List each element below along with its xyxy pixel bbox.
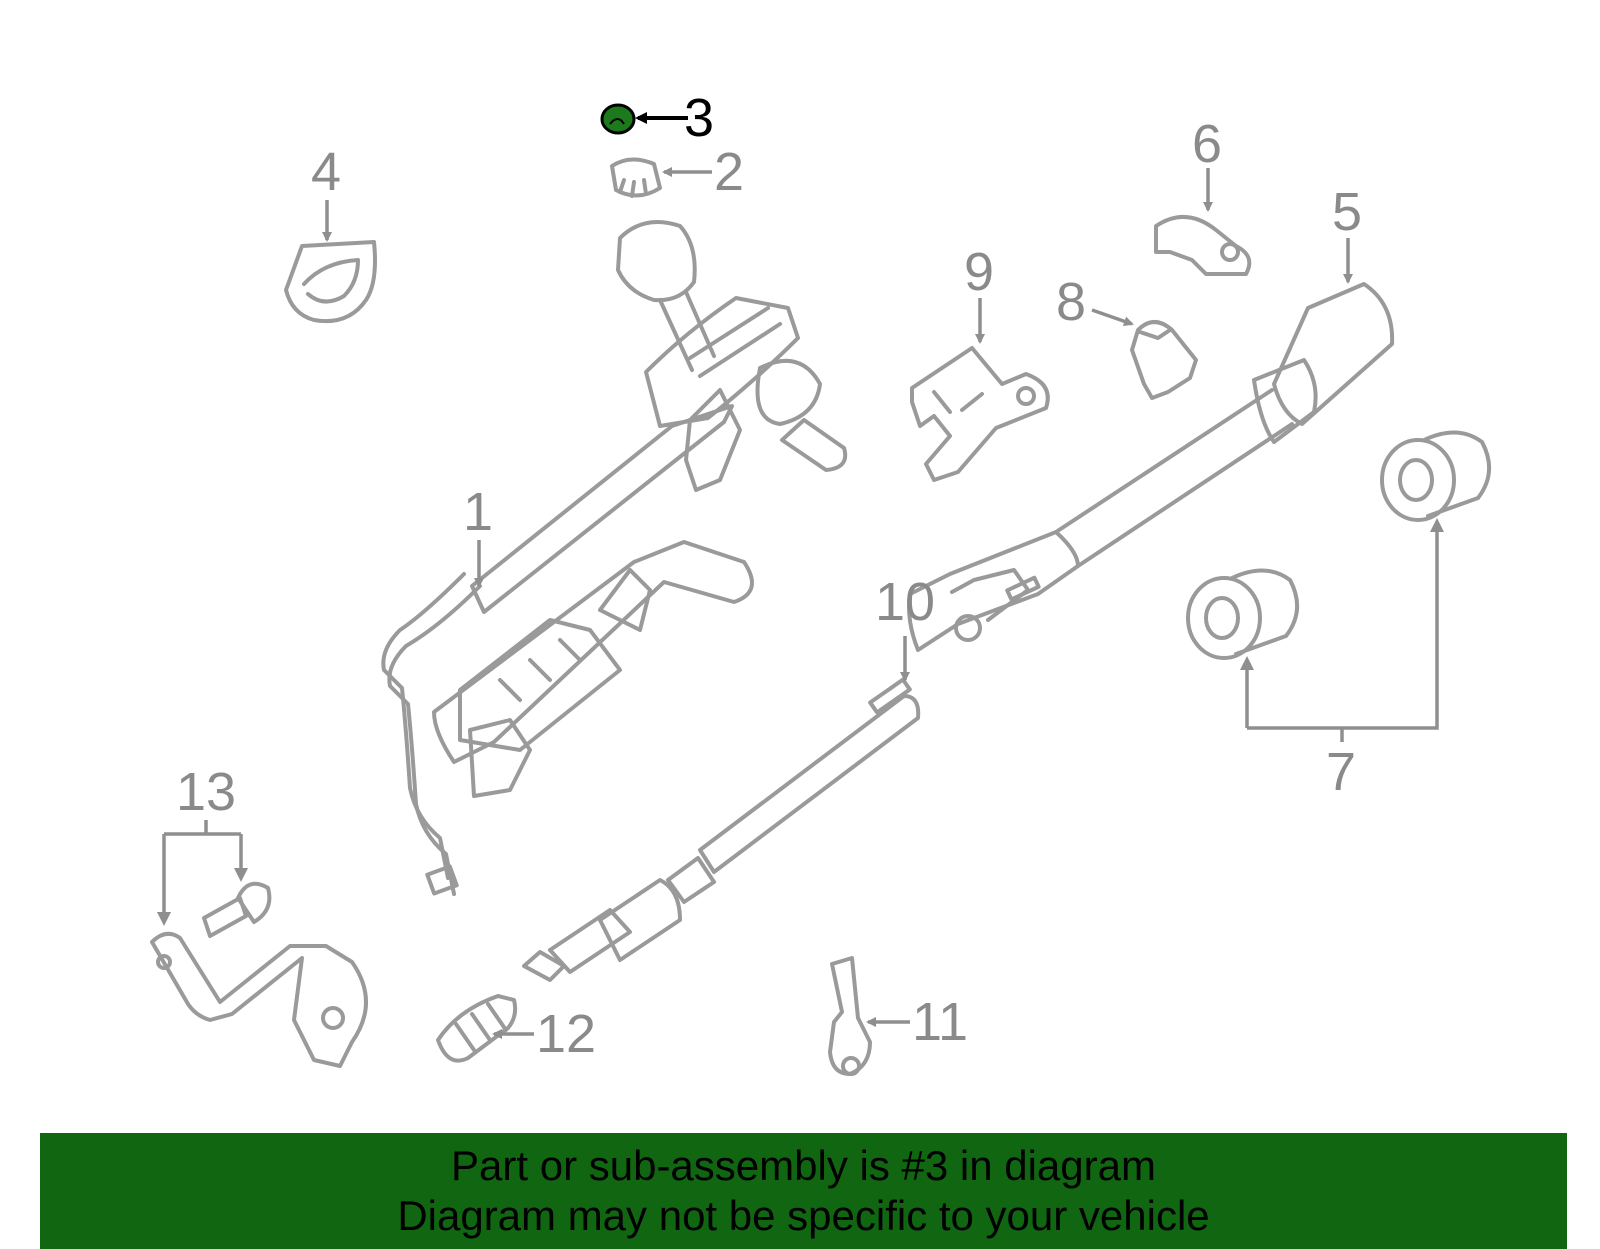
callout-13: 13 xyxy=(176,762,236,822)
banner-line-2: Diagram may not be specific to your vehi… xyxy=(397,1192,1210,1239)
part-5-column-tube xyxy=(907,282,1395,652)
part-4 xyxy=(284,240,377,323)
part-9 xyxy=(910,346,1050,482)
callout-2: 2 xyxy=(714,142,744,202)
callout-6: 6 xyxy=(1192,114,1222,174)
callout-7: 7 xyxy=(1326,742,1356,802)
callout-9: 9 xyxy=(964,242,994,302)
callout-1: 1 xyxy=(463,482,493,542)
part-3-highlighted[interactable] xyxy=(600,103,636,135)
leader-13 xyxy=(162,820,243,920)
callout-10: 10 xyxy=(875,572,935,632)
part-11 xyxy=(828,956,872,1076)
leader-7 xyxy=(1245,522,1439,742)
part-10-shaft xyxy=(522,677,921,982)
part-13-bracket xyxy=(150,881,368,1068)
part-6 xyxy=(1154,214,1252,276)
callout-12: 12 xyxy=(536,1004,596,1064)
info-banner: Part or sub-assembly is #3 in diagram Di… xyxy=(40,1133,1567,1249)
part-7-grommets xyxy=(1186,430,1491,660)
callout-11: 11 xyxy=(912,992,968,1052)
part-12-spring xyxy=(436,994,518,1063)
info-banner-bg xyxy=(40,1133,1567,1249)
callout-8: 8 xyxy=(1056,272,1086,332)
banner-line-1: Part or sub-assembly is #3 in diagram xyxy=(451,1142,1156,1189)
callout-4: 4 xyxy=(311,142,341,202)
callout-5: 5 xyxy=(1332,182,1362,242)
part-8 xyxy=(1130,320,1198,400)
callout-3: 3 xyxy=(684,88,714,148)
part-1-column-assembly xyxy=(381,220,848,896)
leader-8 xyxy=(1091,308,1134,327)
part-2 xyxy=(610,157,662,198)
